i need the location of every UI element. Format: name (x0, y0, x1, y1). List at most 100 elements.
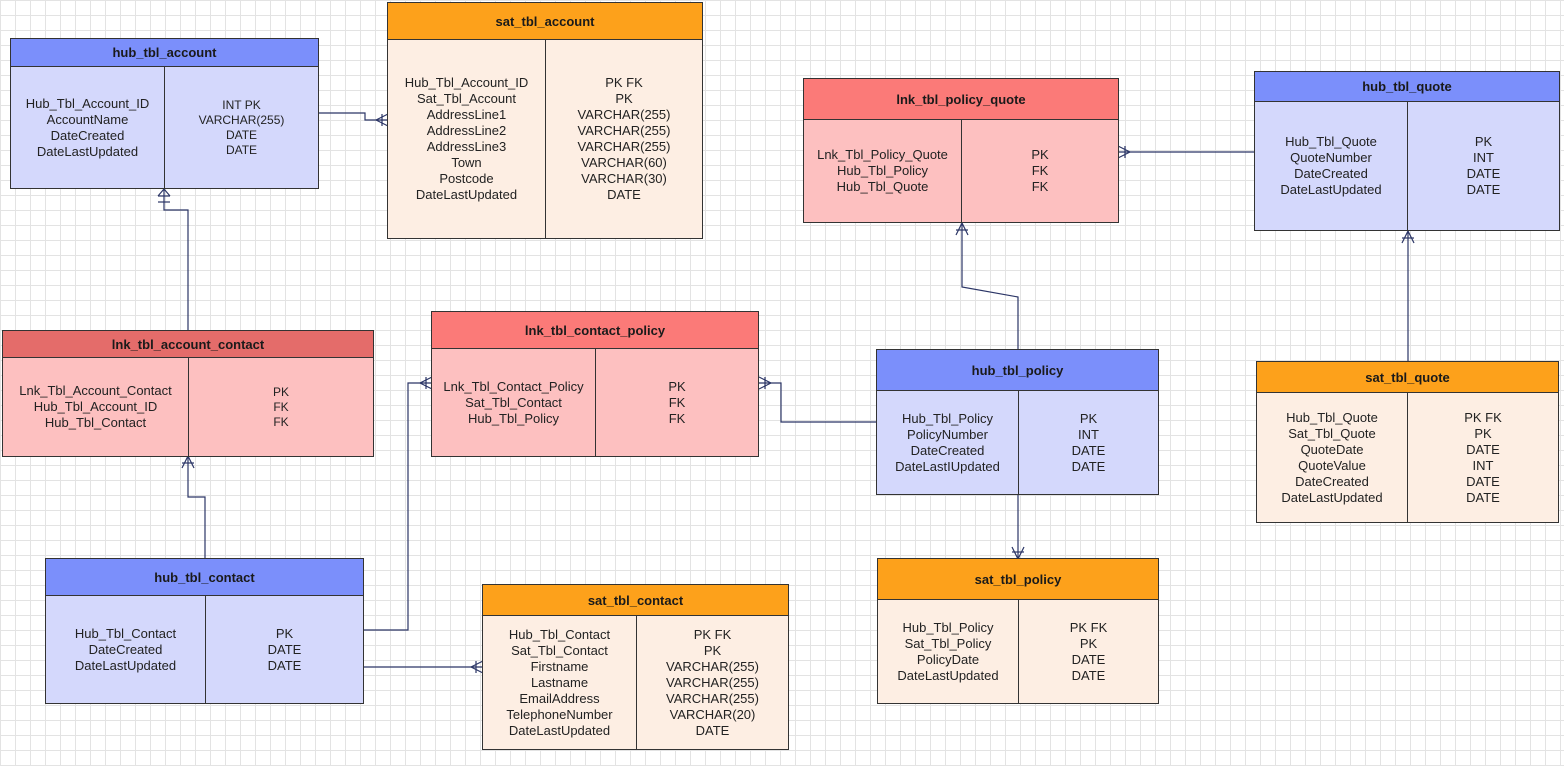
column-types: PK DATE DATE (206, 596, 363, 703)
column-names: Hub_Tbl_Account_ID Sat_Tbl_Account Addre… (388, 40, 546, 238)
column-name: DateLastUpdated (74, 657, 177, 673)
connector-hub-policy-sat-policy (1011, 494, 1025, 560)
column-name: Hub_Tbl_Contact (508, 626, 611, 642)
column-type: PK (615, 91, 633, 106)
column-type: DATE (1071, 667, 1106, 683)
column-types: PK FK PK DATE DATE (1019, 600, 1158, 703)
column-name: Sat_Tbl_Quote (1288, 425, 1376, 441)
connector-hub-account-sat-account (319, 112, 389, 127)
column-names: Hub_Tbl_Contact Sat_Tbl_Contact Firstnam… (483, 616, 637, 749)
column-name: DateLastUpdated (508, 722, 611, 738)
column-name: TelephoneNumber (506, 706, 613, 722)
column-type: PK (275, 625, 294, 641)
column-name: AddressLine2 (426, 123, 507, 138)
entity-sat-tbl-policy[interactable]: sat_tbl_policy Hub_Tbl_Policy Sat_Tbl_Po… (877, 558, 1159, 704)
connector-hub-quote-sat-quote (1401, 230, 1415, 362)
column-names: Lnk_Tbl_Contact_Policy Sat_Tbl_Contact H… (432, 349, 596, 456)
column-names: Lnk_Tbl_Policy_Quote Hub_Tbl_Policy Hub_… (804, 120, 962, 222)
entity-lnk-tbl-account-contact[interactable]: lnk_tbl_account_contact Lnk_Tbl_Account_… (2, 330, 374, 457)
column-type: PK FK (1464, 409, 1502, 425)
connector-hub-contact-sat-contact (363, 660, 484, 674)
column-type: INT (1473, 150, 1494, 165)
column-type: FK (1031, 179, 1049, 194)
column-name: Hub_Tbl_Account_ID (33, 399, 158, 414)
column-names: Hub_Tbl_Account_ID AccountName DateCreat… (11, 67, 165, 188)
column-name: EmailAddress (519, 690, 600, 706)
column-type: DATE (1466, 182, 1501, 197)
column-type: PK (1079, 410, 1098, 426)
column-type: PK (1474, 425, 1492, 441)
column-type: PK (272, 384, 289, 399)
column-name: DateCreated (88, 641, 163, 657)
column-names: Hub_Tbl_Quote Sat_Tbl_Quote QuoteDate Qu… (1257, 393, 1408, 522)
column-names: Hub_Tbl_Contact DateCreated DateLastUpda… (46, 596, 206, 703)
column-type: FK (668, 394, 686, 410)
column-name: QuoteNumber (1290, 150, 1372, 165)
column-name: AccountName (46, 111, 129, 127)
column-type: DATE (695, 722, 730, 738)
column-name: Firstname (530, 658, 589, 674)
column-type: INT PK (222, 97, 261, 112)
column-name: Lnk_Tbl_Policy_Quote (817, 147, 948, 162)
entity-sat-tbl-account[interactable]: sat_tbl_account Hub_Tbl_Account_ID Sat_T… (387, 2, 703, 239)
entity-title: sat_tbl_account (388, 3, 702, 40)
column-name: Lastname (530, 674, 589, 690)
column-type: PK FK (1069, 619, 1108, 635)
column-type: VARCHAR(255) (666, 690, 759, 706)
connector-hub-account-lnk-account-contact (157, 188, 189, 331)
entity-hub-tbl-policy[interactable]: hub_tbl_policy Hub_Tbl_Policy PolicyNumb… (876, 349, 1159, 495)
column-type: FK (273, 414, 289, 429)
entity-title: sat_tbl_quote (1257, 362, 1558, 393)
column-type: PK (1079, 635, 1098, 651)
column-type: VARCHAR(255) (198, 112, 285, 127)
column-type: VARCHAR(20) (669, 706, 756, 722)
entity-title: hub_tbl_policy (877, 350, 1158, 391)
column-type: VARCHAR(60) (581, 155, 667, 170)
column-types: PK FK PK DATE INT DATE DATE (1408, 393, 1558, 522)
column-names: Hub_Tbl_Policy PolicyNumber DateCreated … (877, 391, 1019, 494)
column-type: DATE (1466, 441, 1500, 457)
column-type: DATE (1466, 166, 1501, 181)
entity-sat-tbl-quote[interactable]: sat_tbl_quote Hub_Tbl_Quote Sat_Tbl_Quot… (1256, 361, 1559, 523)
entity-hub-tbl-account[interactable]: hub_tbl_account Hub_Tbl_Account_ID Accou… (10, 38, 319, 189)
column-name: Sat_Tbl_Contact (465, 394, 562, 410)
entity-title: sat_tbl_policy (878, 559, 1158, 600)
connector-lnk-account-contact-hub-contact (181, 455, 206, 559)
column-name: Hub_Tbl_Policy (901, 410, 994, 426)
column-name: PolicyNumber (907, 426, 988, 442)
connector-hub-quote-lnk-policy-quote (1117, 145, 1255, 159)
column-types: PK INT DATE DATE (1408, 102, 1559, 230)
connector-hub-contact-lnk-contact-policy (363, 376, 433, 631)
column-name: AddressLine3 (426, 139, 507, 154)
column-name: Hub_Tbl_Quote (1286, 409, 1378, 425)
column-types: INT PK VARCHAR(255) DATE DATE (165, 67, 318, 188)
column-name: Lnk_Tbl_Account_Contact (19, 383, 172, 398)
column-name: Sat_Tbl_Policy (904, 635, 992, 651)
column-type: FK (668, 410, 686, 426)
column-type: INT (1078, 426, 1099, 442)
column-name: DateLastUpdated (36, 143, 139, 159)
entity-lnk-tbl-policy-quote[interactable]: lnk_tbl_policy_quote Lnk_Tbl_Policy_Quot… (803, 78, 1119, 223)
column-types: PK FK PK VARCHAR(255) VARCHAR(255) VARCH… (637, 616, 788, 749)
column-name: Hub_Tbl_Quote (1285, 134, 1377, 149)
column-type: INT (1472, 457, 1494, 473)
entity-sat-tbl-contact[interactable]: sat_tbl_contact Hub_Tbl_Contact Sat_Tbl_… (482, 584, 789, 750)
column-name: DateLastUpdated (1280, 182, 1382, 197)
column-name: PolicyDate (916, 651, 980, 667)
column-name: Lnk_Tbl_Contact_Policy (443, 378, 584, 394)
entity-lnk-tbl-contact-policy[interactable]: lnk_tbl_contact_policy Lnk_Tbl_Contact_P… (431, 311, 759, 457)
column-types: PK FK PK VARCHAR(255) VARCHAR(255) VARCH… (546, 40, 702, 238)
entity-hub-tbl-quote[interactable]: hub_tbl_quote Hub_Tbl_Quote QuoteNumber … (1254, 71, 1560, 231)
column-type: DATE (267, 641, 302, 657)
entity-hub-tbl-contact[interactable]: hub_tbl_contact Hub_Tbl_Contact DateCrea… (45, 558, 364, 704)
column-type: DATE (1466, 473, 1500, 489)
column-name: DateCreated (1294, 166, 1368, 181)
entity-title: lnk_tbl_contact_policy (432, 312, 758, 349)
column-names: Lnk_Tbl_Account_Contact Hub_Tbl_Account_… (3, 358, 189, 456)
column-name: Hub_Tbl_Contact (44, 415, 147, 430)
column-name: DateLastIUpdated (895, 458, 1000, 474)
column-name: Postcode (439, 171, 494, 186)
entity-title: hub_tbl_quote (1255, 72, 1559, 102)
connector-hub-policy-lnk-contact-policy (758, 376, 877, 423)
column-type: VARCHAR(255) (577, 139, 671, 154)
